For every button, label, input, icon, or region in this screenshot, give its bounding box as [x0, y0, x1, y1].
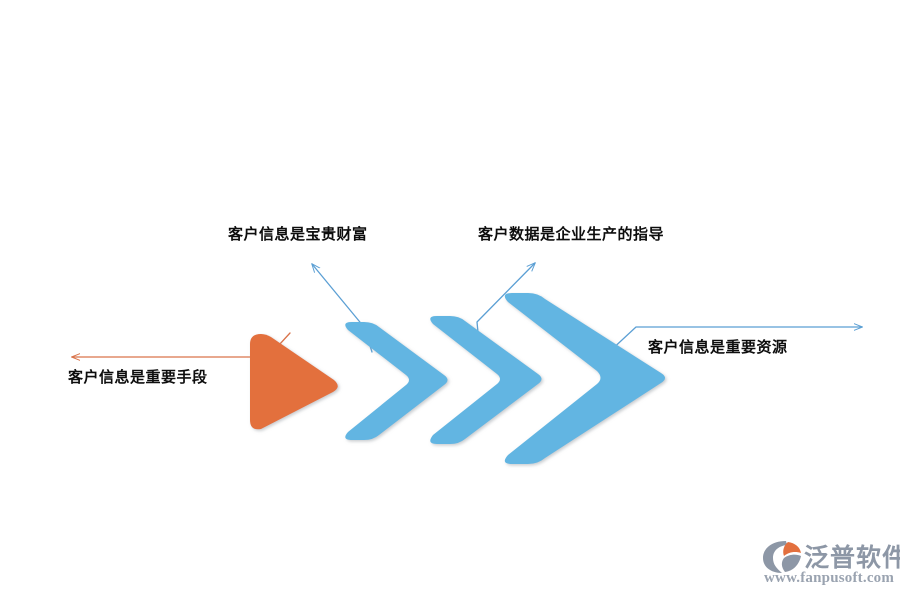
blue-chevron-3 — [504, 293, 665, 464]
callout-label-left: 客户信息是重要手段 — [68, 369, 208, 386]
callout-label-right: 客户信息是重要资源 — [648, 339, 788, 356]
blue-chevron-2 — [430, 316, 542, 444]
blue-chevron-1 — [345, 322, 448, 440]
watermark: 泛普软件 www.fanpusoft.com — [762, 538, 900, 590]
watermark-url: www.fanpusoft.com — [764, 570, 895, 586]
orange-triangle — [250, 334, 338, 430]
fanpu-logo-icon — [763, 541, 801, 573]
watermark-brand: 泛普软件 — [804, 543, 900, 572]
connector-right — [607, 327, 862, 354]
callout-label-top-right: 客户数据是企业生产的指导 — [478, 226, 665, 243]
callout-label-top-left: 客户信息是宝贵财富 — [228, 226, 368, 243]
